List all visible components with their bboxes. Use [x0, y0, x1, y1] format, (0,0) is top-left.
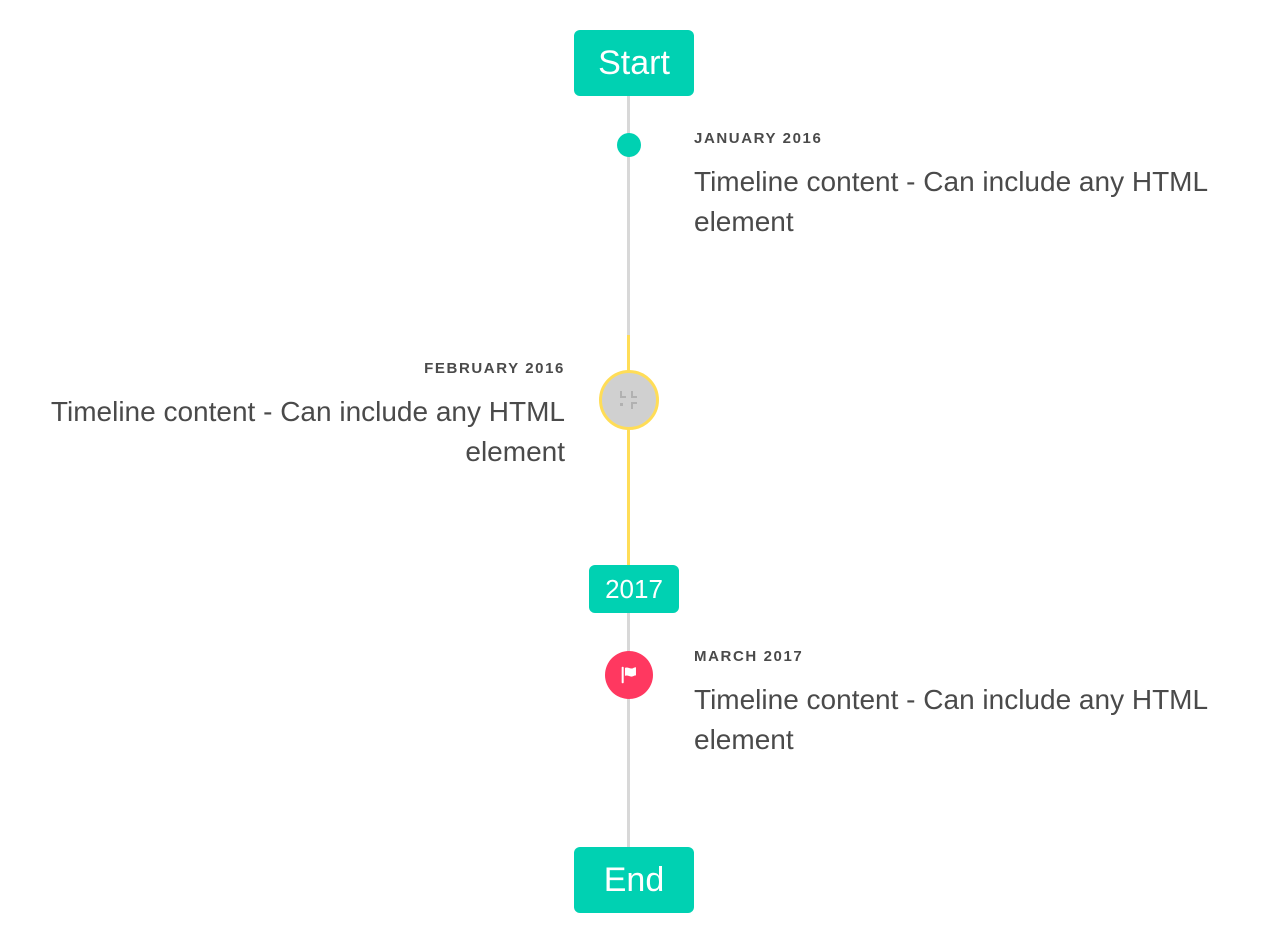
- timeline-item-heading: MARCH 2017: [694, 648, 804, 665]
- timeline-rail-segment-top: [627, 94, 630, 335]
- timeline-rail-segment-bottom: [627, 612, 630, 852]
- timeline-item-content: Timeline content - Can include any HTML …: [694, 166, 1208, 237]
- timeline-marker-flag-icon[interactable]: [604, 651, 653, 699]
- timeline-year-badge[interactable]: 2017: [589, 565, 679, 613]
- timeline-item-body: MARCH 2017 Timeline content - Can includ…: [694, 648, 1224, 760]
- broken-image-icon: [619, 391, 639, 409]
- timeline-end-badge[interactable]: End: [574, 847, 694, 913]
- timeline-item-heading: FEBRUARY 2016: [424, 360, 565, 377]
- timeline-item-body: FEBRUARY 2016 Timeline content - Can inc…: [0, 360, 565, 472]
- timeline-rail-segment-middle: [627, 335, 630, 567]
- timeline-marker-dot-icon[interactable]: [616, 133, 641, 157]
- timeline-item-heading: JANUARY 2016: [694, 130, 823, 147]
- timeline-marker-broken-image-icon[interactable]: [598, 370, 659, 430]
- timeline-item-content: Timeline content - Can include any HTML …: [694, 684, 1208, 755]
- timeline-item: MARCH 2017 Timeline content - Can includ…: [0, 648, 1268, 760]
- flag-icon: [621, 666, 636, 684]
- timeline-item: FEBRUARY 2016 Timeline content - Can inc…: [0, 360, 1268, 472]
- timeline-start-badge[interactable]: Start: [574, 30, 694, 96]
- timeline-item-content: Timeline content - Can include any HTML …: [50, 396, 565, 467]
- timeline-item: JANUARY 2016 Timeline content - Can incl…: [0, 130, 1268, 242]
- timeline-item-body: JANUARY 2016 Timeline content - Can incl…: [694, 130, 1224, 242]
